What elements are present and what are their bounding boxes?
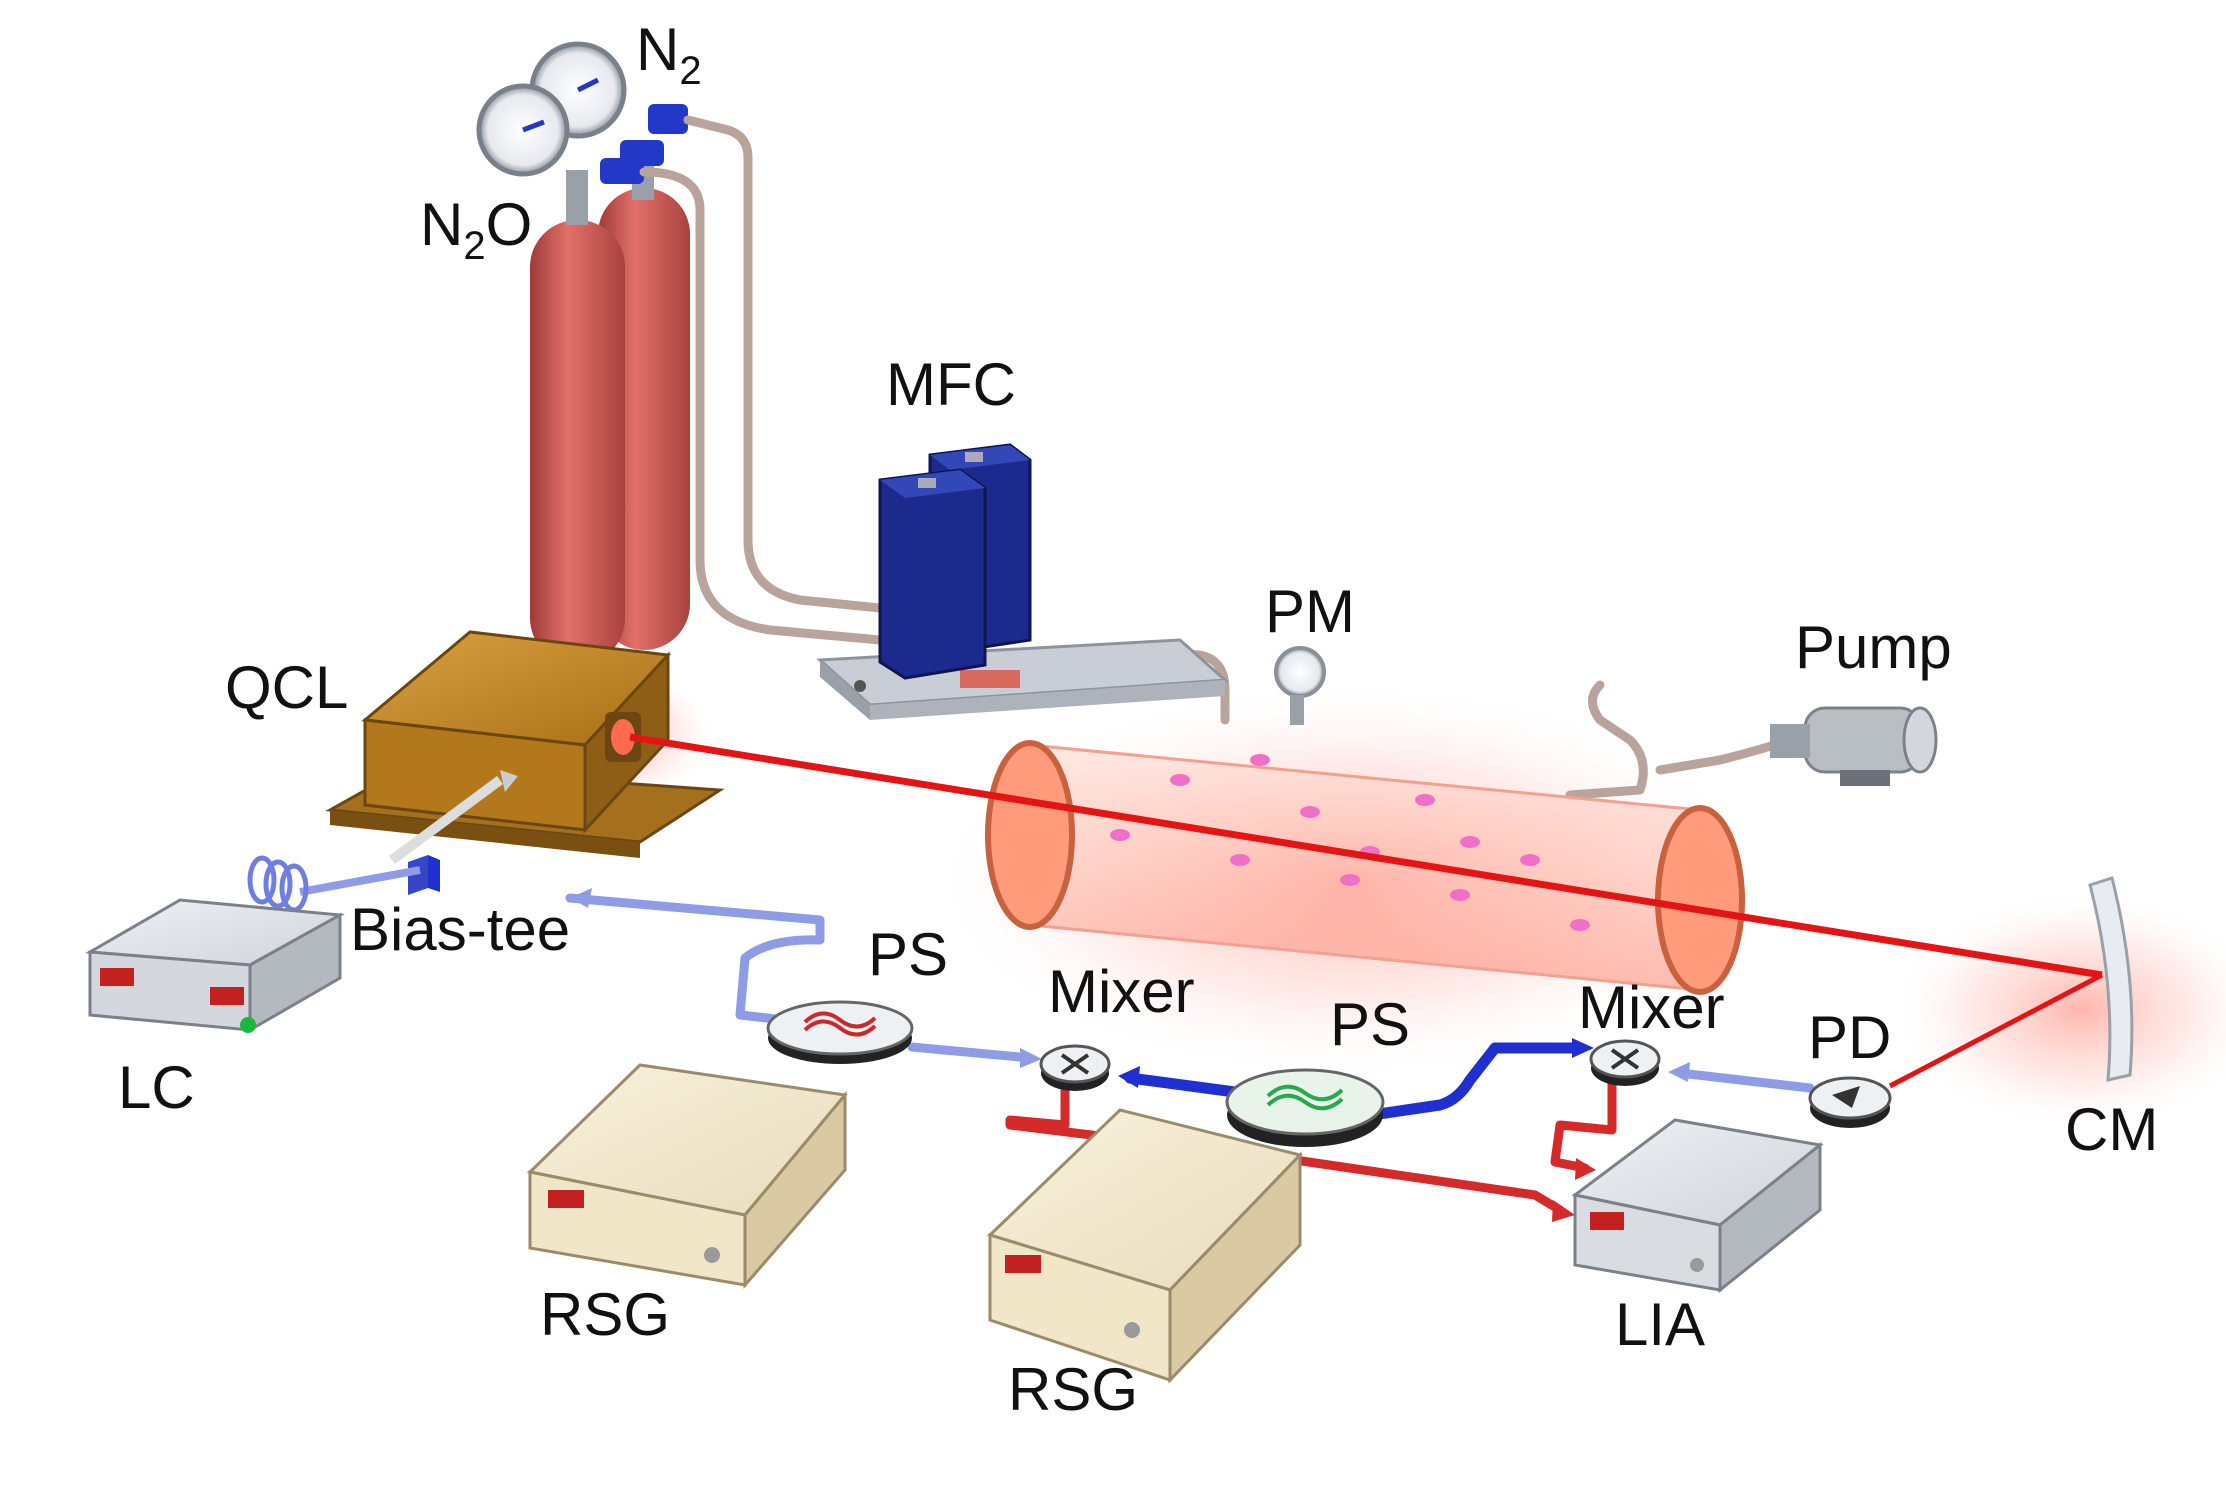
label-ps-left: PS <box>868 921 948 988</box>
qcl-laser <box>325 630 725 865</box>
label-qcl: QCL <box>225 654 348 721</box>
laser-beam-main <box>629 733 2103 979</box>
label-mixer-left: Mixer <box>1048 958 1195 1025</box>
rsg-left-display <box>548 1190 584 1208</box>
gas-cylinders <box>476 41 690 665</box>
label-pump: Pump <box>1795 614 1952 681</box>
mixer-right <box>1589 1039 1661 1086</box>
mfc-plug <box>965 452 983 462</box>
rsg-mid-display <box>1005 1255 1041 1273</box>
label-n2o: N2O <box>420 191 532 268</box>
qcl-cable-arrow <box>389 775 503 865</box>
rsg-mid-knob <box>1124 1322 1140 1338</box>
rsg-left <box>526 1063 848 1290</box>
rsg-left-knob <box>704 1247 720 1263</box>
label-lc: LC <box>118 1054 195 1121</box>
n2o-valve-knob <box>600 158 644 184</box>
laser-beam <box>629 733 2104 1089</box>
label-mfc: MFC <box>886 351 1016 418</box>
pressure-meter <box>1274 646 1326 725</box>
label-ps-mid: PS <box>1330 991 1410 1058</box>
signal-ps-to-mixer-left-dark <box>1124 1072 1241 1098</box>
lia-display <box>1590 1212 1624 1230</box>
laser-beam-return <box>1888 972 2104 1089</box>
signal-pd-to-mixer-right <box>1675 1068 1815 1093</box>
label-n2: N2 <box>636 16 702 93</box>
label-rsg-left: RSG <box>540 1281 670 1348</box>
lc-display-1 <box>100 968 134 986</box>
lia-knob <box>1690 1258 1704 1272</box>
ref-mixer-right-to-lia <box>1550 1077 1617 1173</box>
label-cm: CM <box>2065 1096 2158 1163</box>
lc-side <box>248 912 342 1033</box>
phase-shifter-left <box>766 1000 914 1064</box>
rsg-mid <box>987 1108 1303 1384</box>
n2o-pressure-gauge <box>476 83 570 177</box>
label-lia: LIA <box>1615 1291 1705 1358</box>
mfc-bolt <box>854 680 866 692</box>
lia-amplifier <box>1571 1118 1824 1294</box>
mfc-controller-front <box>878 468 987 680</box>
n2-top-valve <box>648 104 688 134</box>
bias-tee <box>299 855 440 896</box>
qcl-aperture <box>611 719 635 755</box>
mirror-glow <box>1890 890 2226 1130</box>
mfc-unit <box>816 443 1229 720</box>
ref-mixer-left <box>1005 1085 1565 1215</box>
n2o-valve-stem <box>566 170 588 225</box>
lc-controller <box>85 898 345 1033</box>
label-mixer-right: Mixer <box>1578 974 1725 1041</box>
cell-window-left <box>985 740 1075 930</box>
label-rsg-mid: RSG <box>1008 1356 1138 1423</box>
mixer-left <box>1039 1044 1111 1091</box>
n2o-gauge-needle <box>522 119 545 133</box>
photodetector <box>1808 1076 1892 1128</box>
cell-outlet-line <box>1565 680 1648 800</box>
n2-gauge-needle <box>576 77 600 93</box>
gas-cell <box>985 740 1745 995</box>
vacuum-pump <box>1770 706 1938 786</box>
gas-molecules <box>1110 754 1590 931</box>
signal-paths <box>565 888 1815 1222</box>
n2o-cylinder-body <box>530 220 625 665</box>
signal-ps-to-mixer-right <box>1366 1042 1586 1121</box>
cell-window-right <box>1655 805 1745 995</box>
lc-power-led <box>240 1017 256 1033</box>
n2o-gas-line <box>639 167 885 645</box>
signal-ps-to-bias-tee <box>565 893 825 1025</box>
concave-mirror <box>2088 876 2134 1082</box>
label-pd: PD <box>1808 1004 1891 1071</box>
lc-display-2 <box>210 987 244 1005</box>
mfc-connector <box>960 670 1020 688</box>
phase-shifter-mid <box>1225 1068 1385 1147</box>
mfc-plug <box>918 478 936 488</box>
cable-coil <box>247 855 309 913</box>
signal-ps-to-mixer-left <box>907 1042 1035 1063</box>
label-pm: PM <box>1265 578 1355 645</box>
label-bias-tee: Bias-tee <box>350 896 570 963</box>
n2-gas-line <box>683 115 905 615</box>
